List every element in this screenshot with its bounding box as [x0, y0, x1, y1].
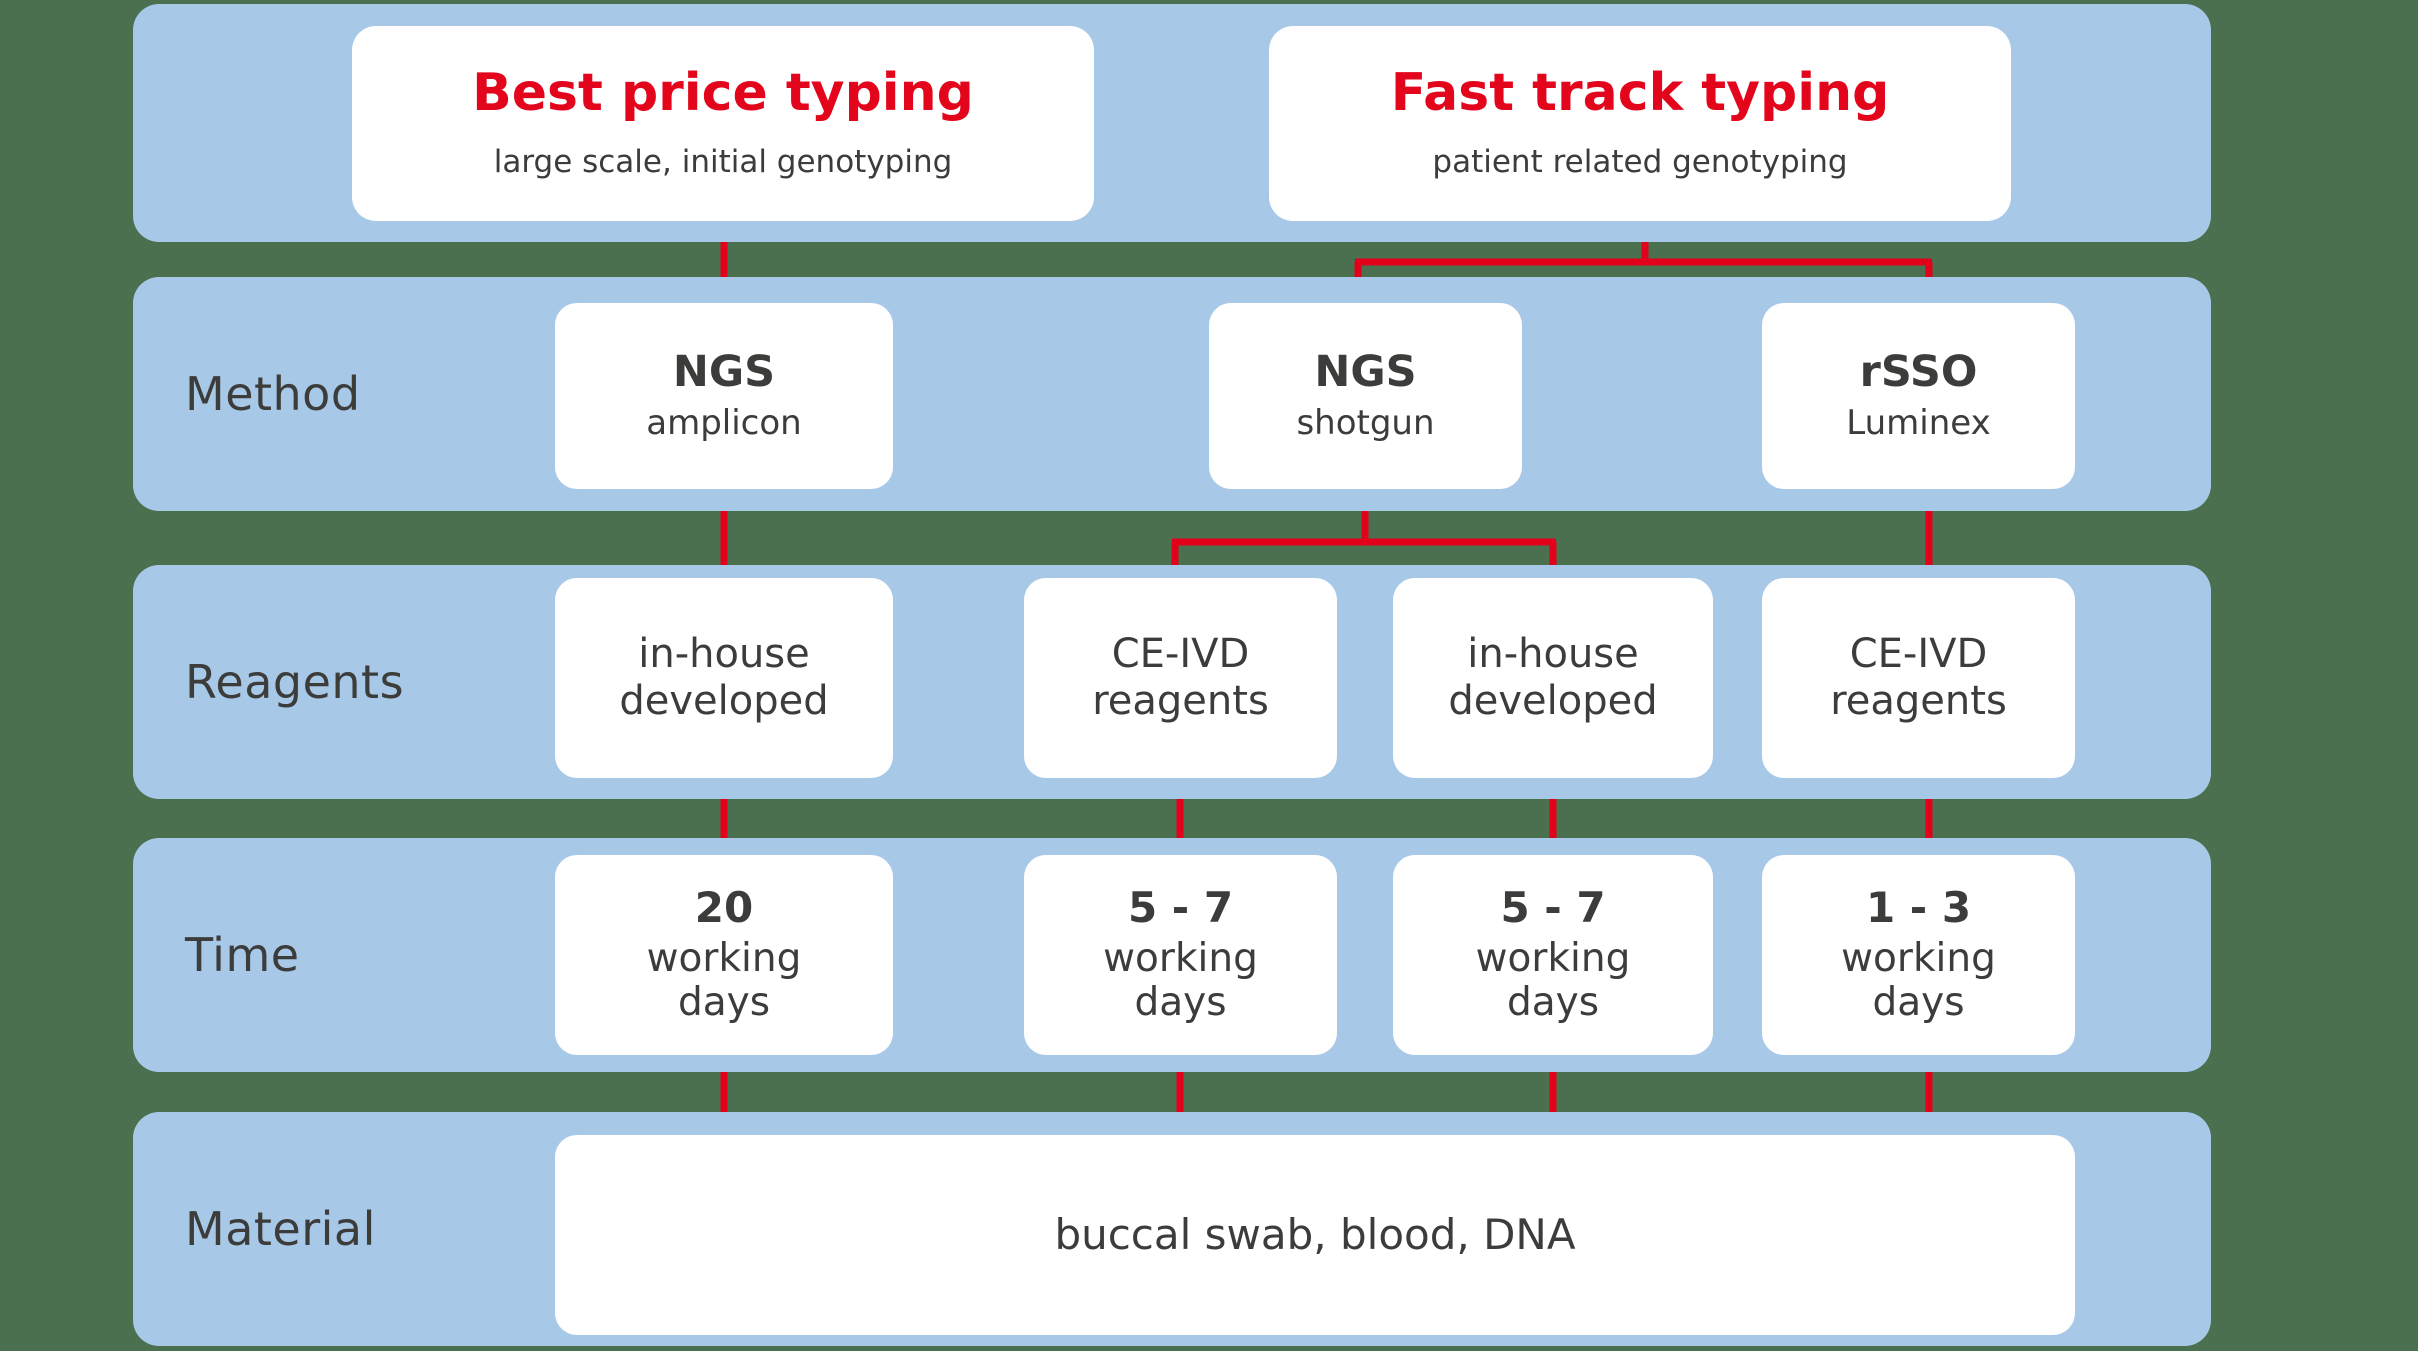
material-text: buccal swab, blood, DNA — [1054, 1209, 1576, 1259]
header-subtitle-best-price: large scale, initial genotyping — [493, 144, 953, 181]
header-title-best-price: Best price typing — [472, 62, 974, 123]
reagents-line1-0: in-house — [638, 630, 810, 677]
reagents-line1-1: CE-IVD — [1111, 630, 1250, 677]
method-subtitle-0: amplicon — [646, 402, 802, 443]
reagents-line1-3: CE-IVD — [1849, 630, 1988, 677]
method-title-0: NGS — [672, 346, 776, 397]
reagents-card-2[interactable]: in-house developed — [1393, 578, 1713, 778]
time-line2-1: days — [1134, 980, 1227, 1026]
row-label-reagents: Reagents — [185, 655, 405, 709]
reagents-line1-2: in-house — [1467, 630, 1639, 677]
header-title-fast-track: Fast track typing — [1390, 62, 1890, 123]
time-line1-3: working — [1841, 936, 1996, 982]
method-card-rsso-luminex[interactable]: rSSO Luminex — [1762, 303, 2075, 489]
row-label-time: Time — [185, 928, 300, 982]
reagents-line2-2: developed — [1448, 678, 1658, 724]
time-card-1[interactable]: 5 - 7 working days — [1024, 855, 1337, 1055]
method-subtitle-1: shotgun — [1296, 402, 1435, 443]
time-card-2[interactable]: 5 - 7 working days — [1393, 855, 1713, 1055]
time-card-3[interactable]: 1 - 3 working days — [1762, 855, 2075, 1055]
reagents-line2-1: reagents — [1092, 678, 1269, 724]
time-line2-0: days — [677, 980, 771, 1026]
material-card[interactable]: buccal swab, blood, DNA — [555, 1135, 2075, 1335]
reagents-card-0[interactable]: in-house developed — [555, 578, 893, 778]
method-subtitle-2: Luminex — [1846, 402, 1991, 443]
time-value-3: 1 - 3 — [1865, 883, 1972, 933]
time-line2-2: days — [1506, 980, 1600, 1026]
method-title-2: rSSO — [1859, 346, 1978, 397]
reagents-line2-3: reagents — [1830, 678, 2007, 724]
reagents-line2-0: developed — [619, 678, 829, 724]
method-card-ngs-shotgun[interactable]: NGS shotgun — [1209, 303, 1522, 489]
time-line1-1: working — [1103, 936, 1258, 982]
method-card-ngs-amplicon[interactable]: NGS amplicon — [555, 303, 893, 489]
row-label-method: Method — [185, 367, 361, 421]
time-line1-2: working — [1475, 936, 1631, 982]
time-value-1: 5 - 7 — [1127, 883, 1234, 933]
header-card-best-price[interactable]: Best price typing large scale, initial g… — [352, 26, 1094, 221]
time-value-0: 20 — [694, 883, 754, 933]
time-line1-0: working — [646, 936, 802, 982]
reagents-card-1[interactable]: CE-IVD reagents — [1024, 578, 1337, 778]
time-line2-3: days — [1872, 980, 1965, 1026]
header-subtitle-fast-track: patient related genotyping — [1432, 144, 1848, 181]
row-label-material: Material — [185, 1202, 376, 1256]
method-title-1: NGS — [1314, 346, 1417, 397]
header-card-fast-track[interactable]: Fast track typing patient related genoty… — [1269, 26, 2011, 221]
time-card-0[interactable]: 20 working days — [555, 855, 893, 1055]
time-value-2: 5 - 7 — [1500, 883, 1606, 933]
reagents-card-3[interactable]: CE-IVD reagents — [1762, 578, 2075, 778]
